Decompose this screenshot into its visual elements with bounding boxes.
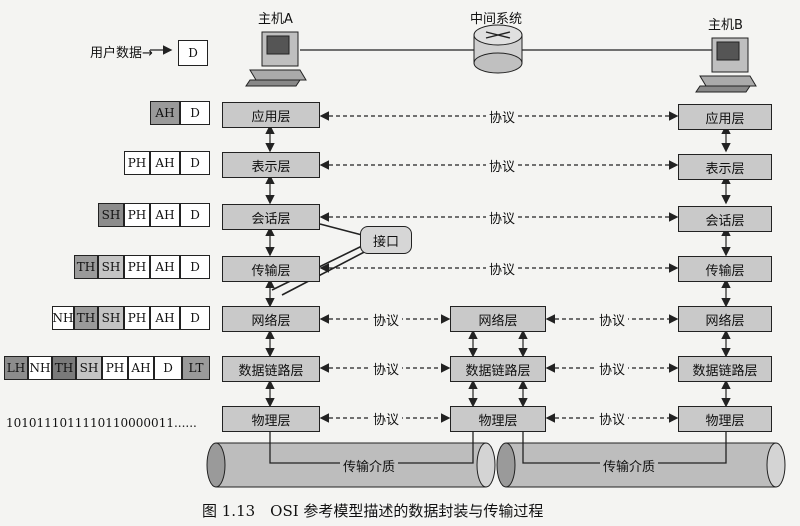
protocol-label-trans: 协议 <box>486 259 519 278</box>
header-cell-ah: AH <box>150 151 180 175</box>
host-b-physical-layer: 物理层 <box>678 406 772 432</box>
header-cell-ph: PH <box>102 356 128 380</box>
header-cell-ah: AH <box>150 203 180 227</box>
header-cell-lt: LT <box>182 356 210 380</box>
protocol-label-dl-right: 协议 <box>596 359 629 378</box>
protocol-label-phys-right: 协议 <box>596 409 629 428</box>
mid-physical-layer: 物理层 <box>450 406 546 432</box>
host-a-transport-layer: 传输层 <box>222 256 320 282</box>
protocol-label-net-left: 协议 <box>370 310 403 329</box>
host-a-presentation-layer: 表示层 <box>222 152 320 178</box>
header-cell-ph: PH <box>124 306 150 330</box>
host-b-session-layer: 会话层 <box>678 206 772 232</box>
host-a-label: 主机A <box>258 12 293 27</box>
protocol-label-net-right: 协议 <box>596 310 629 329</box>
header-cell-th: TH <box>52 356 76 380</box>
mid-vertical-arrows <box>468 329 528 408</box>
host-b-datalink-layer: 数据链路层 <box>678 356 772 382</box>
header-cell-ah: AH <box>150 101 180 125</box>
mid-network-layer: 网络层 <box>450 306 546 332</box>
header-cell-nh: NH <box>52 306 74 330</box>
header-cell-lh: LH <box>4 356 28 380</box>
header-cell-ah: AH <box>150 306 180 330</box>
host-a-datalink-layer: 数据链路层 <box>222 356 320 382</box>
host-a-application-layer: 应用层 <box>222 102 320 128</box>
host-a-session-layer: 会话层 <box>222 204 320 230</box>
header-cell-sh: SH <box>98 203 124 227</box>
header-cell-ph: PH <box>124 255 150 279</box>
header-cell-d: D <box>180 306 210 330</box>
host-b-application-layer: 应用层 <box>678 104 772 130</box>
protocol-label-app: 协议 <box>486 107 519 126</box>
user-data-label: 用户数据→ <box>90 46 153 61</box>
header-cell-d: D <box>180 151 210 175</box>
intermediate-system-label: 中间系统 <box>470 12 523 27</box>
figure-caption: 图 1.13 OSI 参考模型描述的数据封装与传输过程 <box>202 502 544 520</box>
header-cell-sh: SH <box>98 306 124 330</box>
protocol-label-phys-left: 协议 <box>370 409 403 428</box>
medium-label-right: 传输介质 <box>600 456 659 475</box>
host-b-network-layer: 网络层 <box>678 306 772 332</box>
protocol-label-dl-left: 协议 <box>370 359 403 378</box>
header-cell-nh: NH <box>28 356 52 380</box>
header-cell-d: D <box>180 255 210 279</box>
header-cell-ph: PH <box>124 203 150 227</box>
host-b-label: 主机B <box>708 18 743 33</box>
protocol-label-pres: 协议 <box>486 156 519 175</box>
host-b-transport-layer: 传输层 <box>678 256 772 282</box>
host-a-network-layer: 网络层 <box>222 306 320 332</box>
header-cell-d: D <box>154 356 182 380</box>
header-cell-ah: AH <box>150 255 180 279</box>
medium-cylinder-right <box>496 442 786 488</box>
header-cell-sh: SH <box>76 356 102 380</box>
host-b-presentation-layer: 表示层 <box>678 154 772 180</box>
host-a-physical-layer: 物理层 <box>222 406 320 432</box>
interface-callout: 接口 <box>360 226 412 254</box>
router-icon <box>473 24 523 74</box>
header-cell-ph: PH <box>124 151 150 175</box>
host-b-computer-icon <box>695 37 757 93</box>
host-a-computer-icon <box>245 31 307 87</box>
header-cell-th: TH <box>74 255 98 279</box>
header-cell-th: TH <box>74 306 98 330</box>
user-data-cell: D <box>178 40 208 66</box>
header-cell-sh: SH <box>98 255 124 279</box>
mid-datalink-layer: 数据链路层 <box>450 356 546 382</box>
protocol-label-sess: 协议 <box>486 208 519 227</box>
header-cell-d: D <box>180 203 210 227</box>
bitstream-text: 1010111011110110000011...... <box>6 416 197 430</box>
header-cell-d: D <box>180 101 210 125</box>
header-cell-ah: AH <box>128 356 154 380</box>
medium-label-left: 传输介质 <box>340 456 399 475</box>
